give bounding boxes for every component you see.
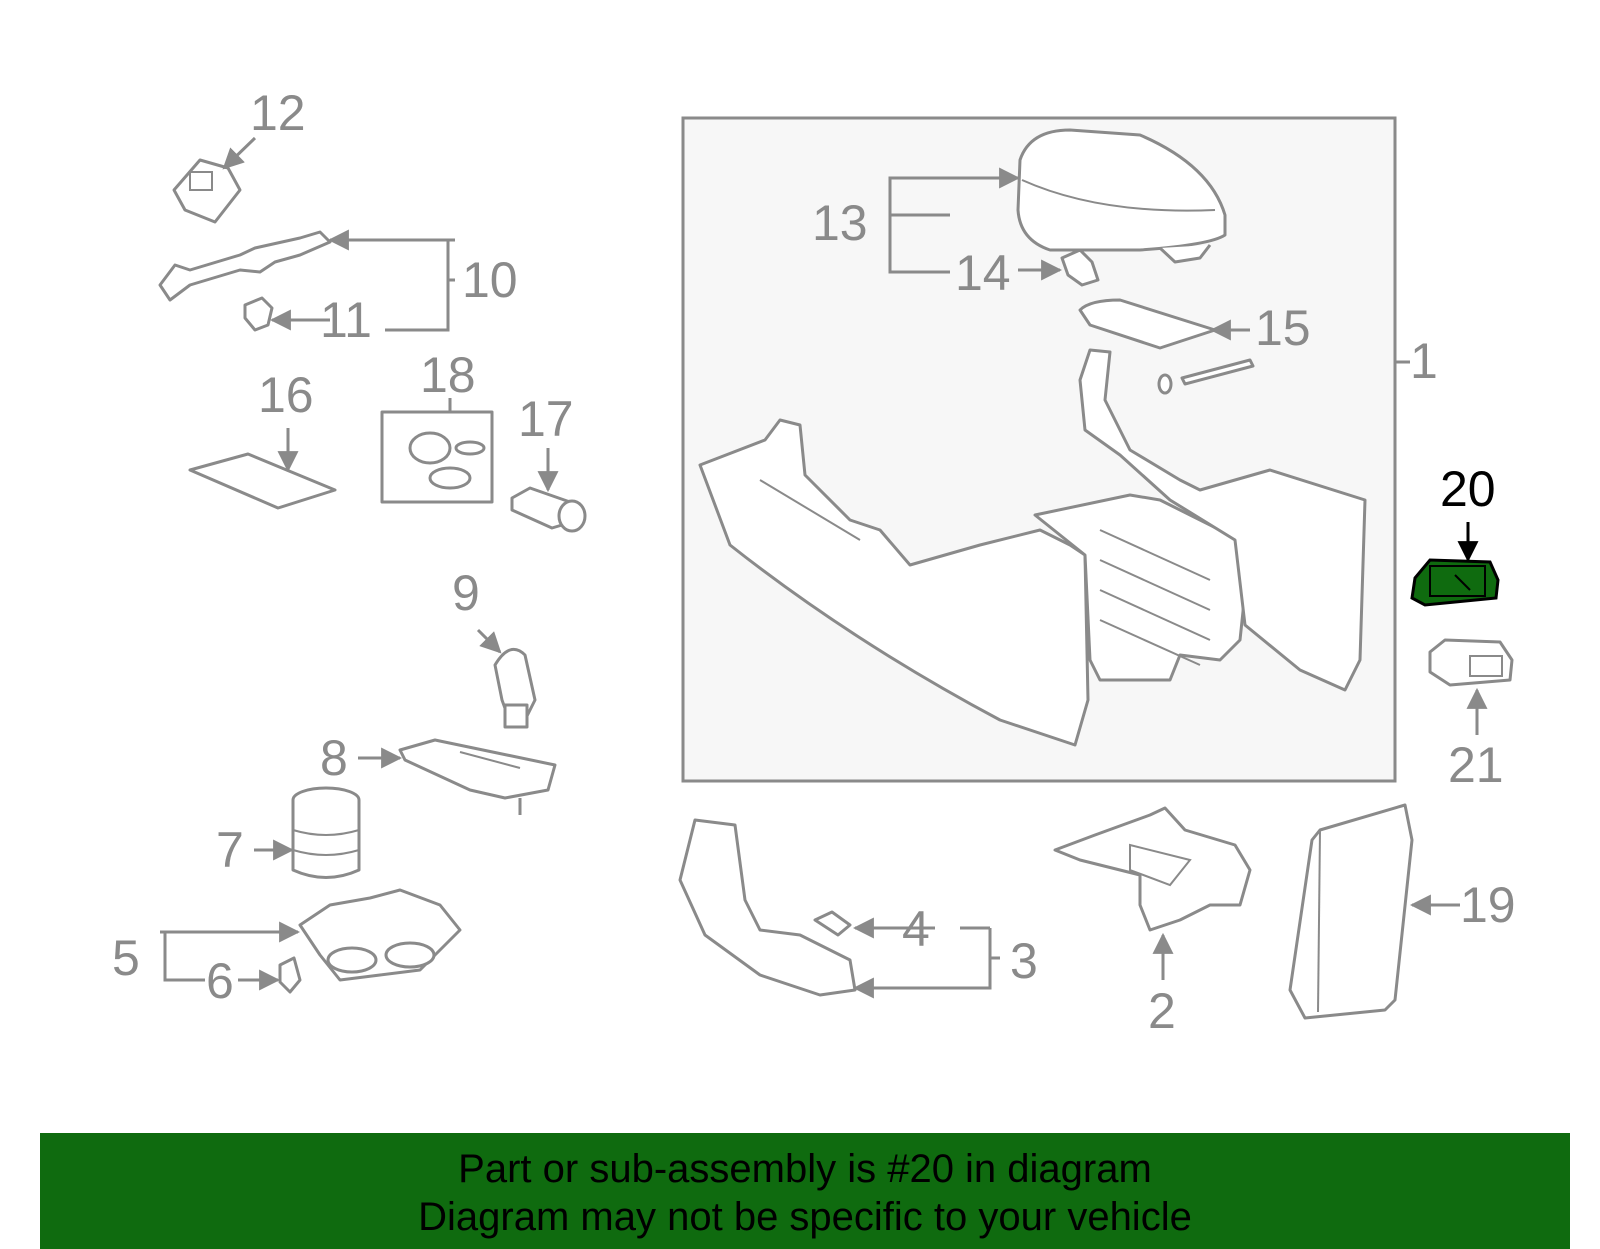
lighter-part-17[interactable] xyxy=(510,486,587,533)
info-banner: Part or sub-assembly is #20 in diagram D… xyxy=(40,1133,1570,1249)
pin-and-rod xyxy=(1157,358,1255,395)
shift-bezel-part-8[interactable] xyxy=(398,738,557,815)
switch-part-20-highlighted[interactable] xyxy=(1410,558,1500,607)
callout-16: 16 xyxy=(258,367,314,423)
clip-part-4[interactable] xyxy=(813,910,852,937)
bracket-part-2[interactable] xyxy=(1053,806,1252,932)
bracket-part-10[interactable] xyxy=(158,230,332,302)
cup-holder-part-5[interactable] xyxy=(298,888,462,982)
callout-10: 10 xyxy=(462,252,518,308)
side-panel-part-3[interactable] xyxy=(678,818,857,997)
callout-2: 2 xyxy=(1148,983,1176,1039)
banner-line-disclaimer: Diagram may not be specific to your vehi… xyxy=(418,1195,1192,1239)
callout-20-highlighted: 20 xyxy=(1440,461,1496,517)
clip-part-11[interactable] xyxy=(243,296,274,332)
callout-18: 18 xyxy=(420,347,476,403)
leader-lines xyxy=(160,136,1488,999)
shift-knob-part-9[interactable] xyxy=(493,647,537,729)
callout-6: 6 xyxy=(206,953,234,1009)
console-body-part[interactable] xyxy=(698,348,1367,747)
callout-19: 19 xyxy=(1460,877,1516,933)
callout-15: 15 xyxy=(1255,300,1311,356)
callout-17: 17 xyxy=(518,391,574,447)
cup-insert-part-7[interactable] xyxy=(291,786,361,879)
callout-11: 11 xyxy=(320,292,372,348)
callout-8: 8 xyxy=(320,730,348,786)
clip-part-14[interactable] xyxy=(1060,248,1100,287)
switch-part-12[interactable] xyxy=(172,158,242,224)
callout-13: 13 xyxy=(812,195,868,251)
callout-5: 5 xyxy=(112,930,140,986)
mat-part-15[interactable] xyxy=(1078,298,1217,350)
mat-part-16[interactable] xyxy=(188,452,337,510)
callout-12: 12 xyxy=(250,85,306,141)
clip-part-6[interactable] xyxy=(278,956,302,994)
banner-line-part-number: Part or sub-assembly is #20 in diagram xyxy=(458,1147,1152,1191)
callout-1: 1 xyxy=(1410,333,1438,389)
panel-part-19[interactable] xyxy=(1288,803,1414,1020)
callout-9: 9 xyxy=(452,565,480,621)
callout-7: 7 xyxy=(216,822,244,878)
switch-part-21[interactable] xyxy=(1428,638,1514,687)
callout-4: 4 xyxy=(902,901,930,957)
callout-21: 21 xyxy=(1448,737,1504,793)
armrest-lid-part[interactable] xyxy=(1016,128,1227,264)
socket-part-18[interactable] xyxy=(380,410,494,504)
callout-3: 3 xyxy=(1010,933,1038,989)
callout-14: 14 xyxy=(955,245,1011,301)
